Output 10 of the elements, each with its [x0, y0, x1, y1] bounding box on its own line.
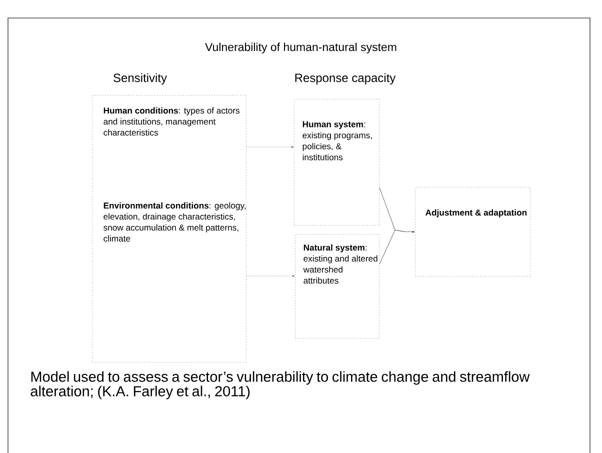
text-box: Human conditions: types of actors and institutions, management characteristics Environmental conditions: geology, elevation, drainage characteristics, snow accumulation & melt patterns, climate: [92, 95, 247, 363]
caption: Model used to assess a sector’s vulnerability to climate change and streamflow alteration; (K.A. Farley et al., 2011): [30, 371, 530, 400]
text-box: Human system: existing programs, policies, & institutions: [294, 99, 380, 226]
title: Vulnerability of human-natural system: [205, 42, 396, 54]
arrow: [246, 275, 295, 277]
text-box: Natural system: existing and altered watershed attributes: [295, 234, 380, 339]
arrow: [246, 146, 294, 148]
arrow: [379, 230, 415, 264]
text-box: Adjustment & adaptation: [415, 187, 531, 277]
column-heading: Response capacity: [295, 73, 396, 84]
